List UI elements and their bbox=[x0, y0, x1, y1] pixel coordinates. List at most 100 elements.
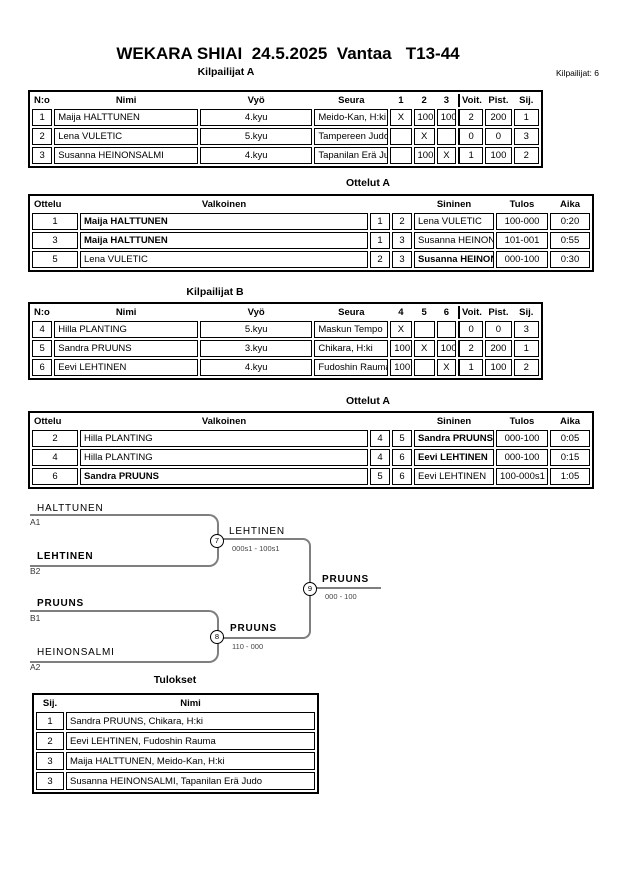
table-row: 3 Susanna HEINONSALMI 4.kyu Tapanilan Er… bbox=[32, 147, 539, 164]
mark-cell bbox=[413, 359, 435, 376]
competitor-name: Hilla PLANTING bbox=[54, 321, 198, 338]
mark-cell: X bbox=[413, 128, 435, 145]
competitor-name: Maija HALTTUNEN bbox=[54, 109, 198, 126]
bracket-player: HEINONSALMI bbox=[37, 647, 115, 658]
col-m2: 5 bbox=[421, 307, 427, 318]
mark-cell bbox=[390, 147, 412, 164]
time-cell: 0:20 bbox=[550, 213, 590, 230]
place-cell: 2 bbox=[513, 359, 539, 376]
time-cell: 0:15 bbox=[550, 449, 590, 466]
col-m2: 2 bbox=[421, 95, 427, 106]
col-no: N:o bbox=[34, 307, 50, 318]
table-row: 3 Maija HALTTUNEN, Meido-Kan, H:ki bbox=[36, 752, 315, 770]
mark-cell bbox=[390, 128, 412, 145]
bracket-line-a1 bbox=[30, 514, 219, 542]
competitor-club: Tapanilan Erä Judo bbox=[314, 147, 389, 164]
result-name: Sandra PRUUNS, Chikara, H:ki bbox=[66, 712, 315, 730]
mark-cell: X bbox=[436, 147, 456, 164]
col-match: Ottelu bbox=[34, 199, 62, 210]
blue-no: 5 bbox=[392, 430, 412, 447]
competitor-belt: 4.kyu bbox=[199, 109, 313, 126]
points-cell: 100 bbox=[485, 359, 512, 376]
col-m3: 3 bbox=[443, 95, 450, 106]
matches-b-title: Ottelut A bbox=[346, 395, 390, 407]
col-m3: 6 bbox=[443, 307, 450, 318]
blue-no: 3 bbox=[392, 251, 412, 268]
table-row: 5 Lena VULETIC 2 3 Susanna HEINONSALMI 0… bbox=[32, 251, 590, 268]
col-m1: 4 bbox=[398, 307, 404, 318]
mark-cell: X bbox=[413, 340, 435, 357]
col-club: Seura bbox=[338, 307, 365, 318]
mark-cell bbox=[413, 321, 435, 338]
col-blue: Sininen bbox=[436, 416, 472, 427]
bracket-winner: PRUUNS bbox=[322, 574, 370, 585]
blue-name: Eevi LEHTINEN bbox=[414, 449, 494, 466]
col-result: Tulos bbox=[509, 416, 535, 427]
blue-name: Sandra PRUUNS bbox=[414, 430, 494, 447]
wins-cell: 1 bbox=[458, 359, 484, 376]
white-name: Hilla PLANTING bbox=[80, 449, 368, 466]
table-row: 1 Maija HALTTUNEN 1 2 Lena VULETIC 100-0… bbox=[32, 213, 590, 230]
header-row: Ottelu Valkoinen Sininen Tulos Aika bbox=[32, 415, 590, 428]
matches-a-title: Ottelut A bbox=[346, 177, 390, 189]
col-club: Seura bbox=[338, 95, 365, 106]
points-cell: 200 bbox=[485, 340, 512, 357]
match-no: 2 bbox=[32, 430, 78, 447]
competitor-belt: 4.kyu bbox=[199, 147, 313, 164]
col-time: Aika bbox=[559, 199, 581, 210]
table-row: 1 Sandra PRUUNS, Chikara, H:ki bbox=[36, 712, 315, 730]
result-name: Eevi LEHTINEN, Fudoshin Rauma bbox=[66, 732, 315, 750]
col-name: Nimi bbox=[180, 698, 201, 709]
col-no: N:o bbox=[34, 95, 50, 106]
col-wins: Voit. bbox=[458, 306, 483, 319]
competitor-name: Lena VULETIC bbox=[54, 128, 198, 145]
competitor-club: Tampereen Judo bbox=[314, 128, 389, 145]
white-name: Maija HALTTUNEN bbox=[80, 213, 368, 230]
match-no: 3 bbox=[32, 232, 78, 249]
table-row: 5 Sandra PRUUNS 3.kyu Chikara, H:ki 100 … bbox=[32, 340, 539, 357]
competitor-club: Fudoshin Rauma bbox=[314, 359, 389, 376]
bracket-player: HALTTUNEN bbox=[37, 503, 104, 514]
bracket-seed: B2 bbox=[30, 566, 41, 576]
match-number-badge: 7 bbox=[210, 534, 224, 548]
col-points: Pist. bbox=[488, 307, 509, 318]
place-cell: 1 bbox=[513, 340, 539, 357]
table-row: 6 Eevi LEHTINEN 4.kyu Fudoshin Rauma 100… bbox=[32, 359, 539, 376]
white-name: Maija HALTTUNEN bbox=[80, 232, 368, 249]
col-name: Nimi bbox=[115, 95, 137, 106]
bracket-score: 000s1 - 100s1 bbox=[232, 544, 280, 553]
header-row: Ottelu Valkoinen Sininen Tulos Aika bbox=[32, 198, 590, 211]
blue-no: 6 bbox=[392, 449, 412, 466]
competitor-club: Meido-Kan, H:ki bbox=[314, 109, 389, 126]
time-cell: 0:55 bbox=[550, 232, 590, 249]
blue-name: Lena VULETIC bbox=[414, 213, 494, 230]
mark-cell: 100 bbox=[413, 109, 435, 126]
mark-cell: 100 bbox=[436, 109, 456, 126]
competitor-belt: 3.kyu bbox=[199, 340, 313, 357]
white-no: 1 bbox=[370, 232, 390, 249]
mark-cell bbox=[436, 321, 456, 338]
competitor-name: Sandra PRUUNS bbox=[54, 340, 198, 357]
bracket-line-b2 bbox=[30, 540, 219, 567]
bracket-line-b1 bbox=[30, 610, 219, 638]
col-blue-no bbox=[392, 415, 412, 428]
match-no: 1 bbox=[32, 213, 78, 230]
bracket-seed: A1 bbox=[30, 517, 41, 527]
mark-cell: 100 bbox=[413, 147, 435, 164]
mark-cell bbox=[436, 128, 456, 145]
result-cell: 000-100 bbox=[496, 449, 548, 466]
competitor-no: 5 bbox=[32, 340, 53, 357]
col-white: Valkoinen bbox=[201, 199, 247, 210]
bracket-line-final bbox=[311, 587, 381, 589]
header-row: N:o Nimi Vyö Seura 1 2 3 Voit. Pist. Sij… bbox=[32, 94, 539, 107]
table-row: 4 Hilla PLANTING 5.kyu Maskun Tempo X 0 … bbox=[32, 321, 539, 338]
blue-no: 2 bbox=[392, 213, 412, 230]
blue-name: Eevi LEHTINEN bbox=[414, 468, 494, 485]
blue-name: Susanna HEINONSALMI bbox=[414, 232, 494, 249]
blue-no: 3 bbox=[392, 232, 412, 249]
col-time: Aika bbox=[559, 416, 581, 427]
table-row: 1 Maija HALTTUNEN 4.kyu Meido-Kan, H:ki … bbox=[32, 109, 539, 126]
competitor-no: 3 bbox=[32, 147, 53, 164]
results-table: Sij. Nimi 1 Sandra PRUUNS, Chikara, H:ki… bbox=[32, 693, 319, 794]
white-no: 4 bbox=[370, 430, 390, 447]
